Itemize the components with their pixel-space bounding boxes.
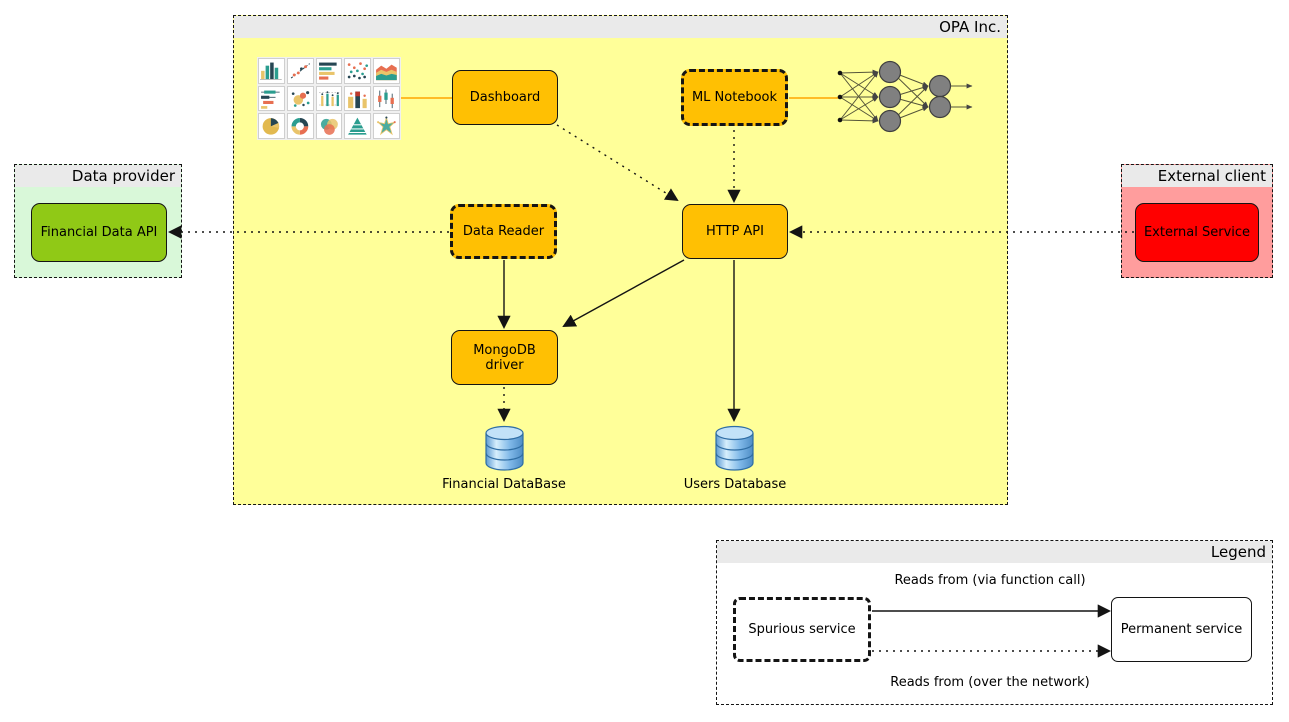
chart-thumb-scatter-icon xyxy=(344,58,372,84)
legend-title: Legend xyxy=(717,541,1272,563)
chart-thumb-scatter-trend-icon xyxy=(286,58,314,84)
legend-dotted-arrow-label: Reads from (over the network) xyxy=(890,675,1090,690)
node-financial-data-api: Financial Data API xyxy=(31,203,167,262)
charts-collage-icon xyxy=(257,57,401,140)
chart-thumb-venn-icon xyxy=(315,113,343,139)
chart-thumb-area-icon xyxy=(373,58,400,84)
chart-thumb-donut-icon xyxy=(286,113,314,139)
node-dashboard: Dashboard xyxy=(452,70,558,125)
node-mongodb-driver: MongoDB driver xyxy=(451,330,558,385)
data-provider-title: Data provider xyxy=(15,165,181,187)
chart-thumb-pyramid-icon xyxy=(344,113,372,139)
financial-database-label: Financial DataBase xyxy=(442,477,566,492)
node-external-service: External Service xyxy=(1135,203,1259,262)
chart-thumb-column-icon xyxy=(315,85,343,112)
chart-thumb-gantt-icon xyxy=(258,85,285,112)
node-permanent-service: Permanent service xyxy=(1111,597,1252,662)
neural-network-icon xyxy=(837,60,973,133)
chart-thumb-radar-icon xyxy=(373,113,400,139)
node-data-reader: Data Reader xyxy=(450,204,557,259)
chart-thumb-bubble-icon xyxy=(286,85,314,112)
chart-thumb-pie-icon xyxy=(258,113,285,139)
legend-solid-arrow-label: Reads from (via function call) xyxy=(894,573,1086,588)
database-icon xyxy=(715,425,754,471)
opa-container-title: OPA Inc. xyxy=(234,16,1007,38)
users-database-label: Users Database xyxy=(683,477,787,492)
chart-thumb-hbar-icon xyxy=(315,58,343,84)
database-icon xyxy=(485,425,524,471)
external-client-title: External client xyxy=(1122,165,1272,187)
node-http-api: HTTP API xyxy=(682,204,788,259)
node-spurious-service: Spurious service xyxy=(733,597,871,662)
chart-thumb-candlestick-icon xyxy=(373,85,400,112)
node-ml-notebook: ML Notebook xyxy=(681,69,788,126)
chart-thumb-grouped-bar-icon xyxy=(344,85,372,112)
chart-thumb-bar-icon xyxy=(258,58,285,84)
